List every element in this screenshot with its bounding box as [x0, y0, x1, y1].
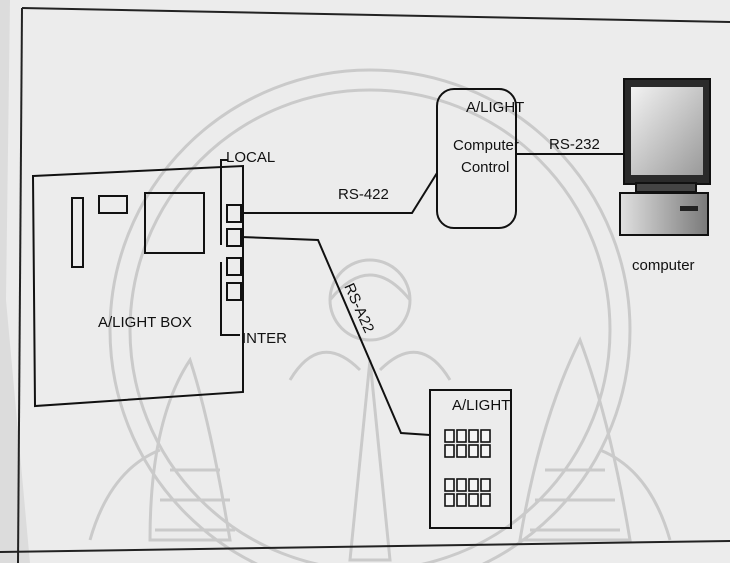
box-outline	[31, 164, 244, 408]
monitor-stand	[635, 182, 697, 193]
control-outline	[436, 88, 517, 229]
panel-key	[480, 493, 491, 507]
control-brand: A/LIGHT	[466, 99, 524, 116]
panel-key	[456, 478, 467, 492]
computer-control-unit	[436, 88, 517, 229]
panel-key	[444, 478, 455, 492]
panel-key	[468, 429, 479, 443]
panel-key	[480, 478, 491, 492]
panel-key	[444, 493, 455, 507]
panel-key	[456, 444, 467, 458]
port-inter-2	[226, 282, 242, 301]
local-bracket	[220, 159, 228, 245]
link-rs422-panel	[240, 236, 431, 436]
link-rs422-control-label: RS-422	[338, 186, 389, 203]
panel-outline	[429, 389, 512, 529]
panel-key	[480, 429, 491, 443]
computer-label: computer	[632, 257, 695, 274]
panel-key	[444, 429, 455, 443]
panel-key	[444, 444, 455, 458]
box-display	[144, 192, 205, 254]
port-inter-1	[226, 257, 242, 276]
link-rs422-control	[241, 172, 438, 214]
control-line2: Control	[461, 159, 509, 176]
drive-slot	[680, 206, 698, 211]
panel-brand: A/LIGHT	[452, 397, 510, 414]
panel-key	[456, 493, 467, 507]
inter-label: INTER	[242, 330, 287, 347]
watermark-seal	[88, 68, 672, 563]
alight-panel	[429, 389, 512, 529]
box-label: A/LIGHT BOX	[98, 314, 192, 331]
panel-key	[468, 493, 479, 507]
panel-key	[456, 429, 467, 443]
inter-bracket	[220, 262, 240, 336]
pc-unit	[619, 192, 709, 236]
box-indicator	[98, 195, 128, 214]
monitor-screen	[631, 87, 703, 175]
frame	[0, 7, 730, 563]
panel-key	[468, 444, 479, 458]
local-label: LOCAL	[226, 149, 275, 166]
panel-key	[480, 444, 491, 458]
link-rs232-label: RS-232	[549, 136, 600, 153]
panel-keypad	[444, 429, 491, 507]
control-line1: Computer	[453, 137, 519, 154]
box-slot	[71, 197, 84, 268]
connections	[240, 153, 624, 436]
computer-icon	[619, 78, 711, 236]
panel-key	[468, 478, 479, 492]
